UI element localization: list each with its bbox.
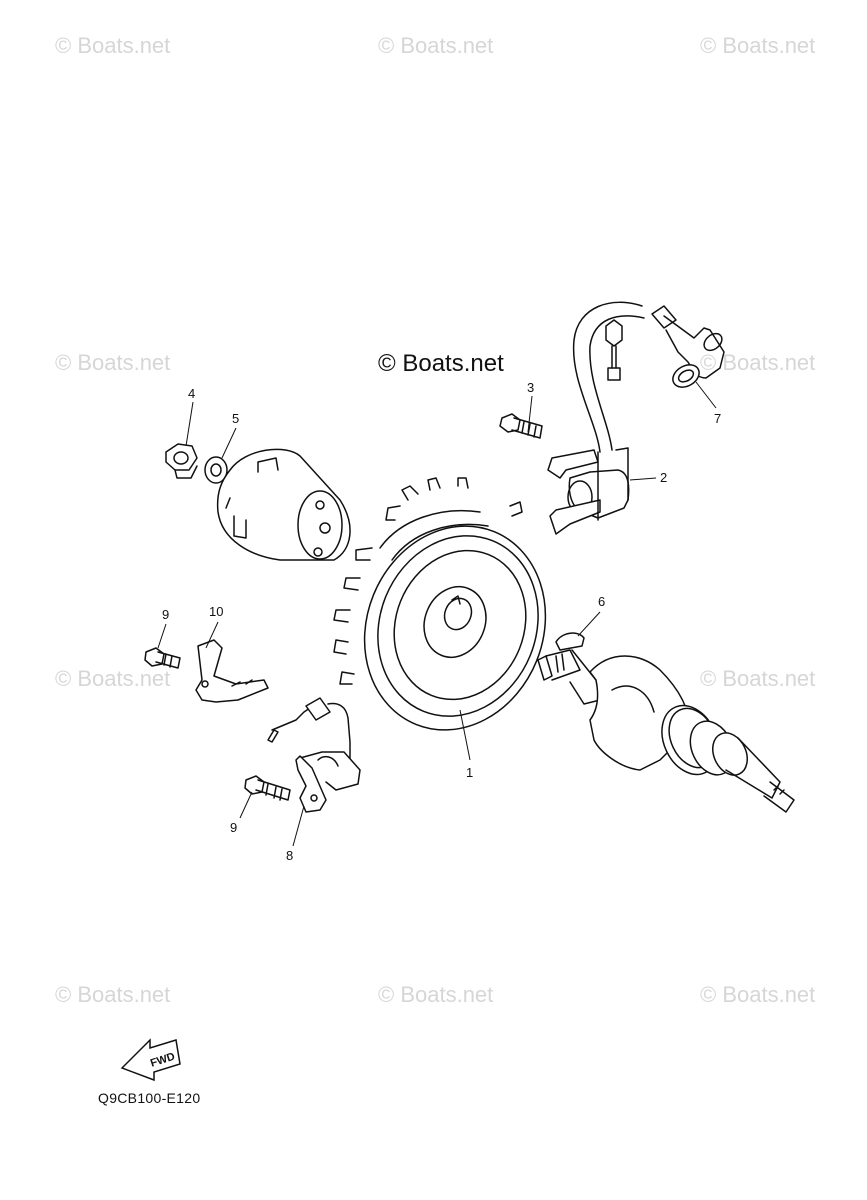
watermark: © Boats.net: [378, 33, 494, 58]
watermark: © Boats.net: [378, 982, 494, 1007]
part-bracket: [196, 640, 268, 702]
part-crankshaft: [538, 650, 794, 812]
part-screw-lower: [245, 776, 290, 800]
part-pulser-coil: [268, 698, 360, 812]
fwd-arrow-icon: FWD: [122, 1040, 180, 1080]
part-spark-plug-cap: [652, 306, 725, 392]
callout-label: 1: [466, 765, 474, 780]
callout-label: 9: [162, 607, 170, 622]
part-nut: [166, 444, 197, 478]
part-bolt: [500, 414, 542, 438]
part-ignition-coil: [548, 302, 644, 534]
part-flywheel: [334, 478, 576, 757]
callout-label: 2: [660, 470, 668, 485]
leader-lines: [158, 382, 716, 846]
callout-label: 7: [714, 411, 722, 426]
watermark: © Boats.net: [700, 33, 816, 58]
part-washer: [205, 457, 227, 483]
part-screw-upper: [145, 648, 180, 668]
center-watermark: © Boats.net: [378, 350, 504, 377]
callout-label: 5: [232, 411, 240, 426]
callout-label: 8: [286, 848, 294, 863]
watermark: © Boats.net: [55, 666, 171, 691]
part-rotor-hub: [218, 449, 350, 560]
watermark: © Boats.net: [700, 350, 816, 375]
watermark: © Boats.net: [55, 33, 171, 58]
callout-label: 6: [598, 594, 606, 609]
callout-label: 9: [230, 820, 238, 835]
callout-label: 3: [527, 380, 535, 395]
callout-label: 10: [209, 604, 224, 619]
callout-label: 4: [188, 386, 196, 401]
watermark: © Boats.net: [55, 350, 171, 375]
part-woodruff-key: [556, 633, 584, 650]
diagram-code: Q9CB100-E120: [98, 1090, 201, 1106]
watermark: © Boats.net: [700, 666, 816, 691]
watermark: © Boats.net: [700, 982, 816, 1007]
watermark: © Boats.net: [55, 982, 171, 1007]
